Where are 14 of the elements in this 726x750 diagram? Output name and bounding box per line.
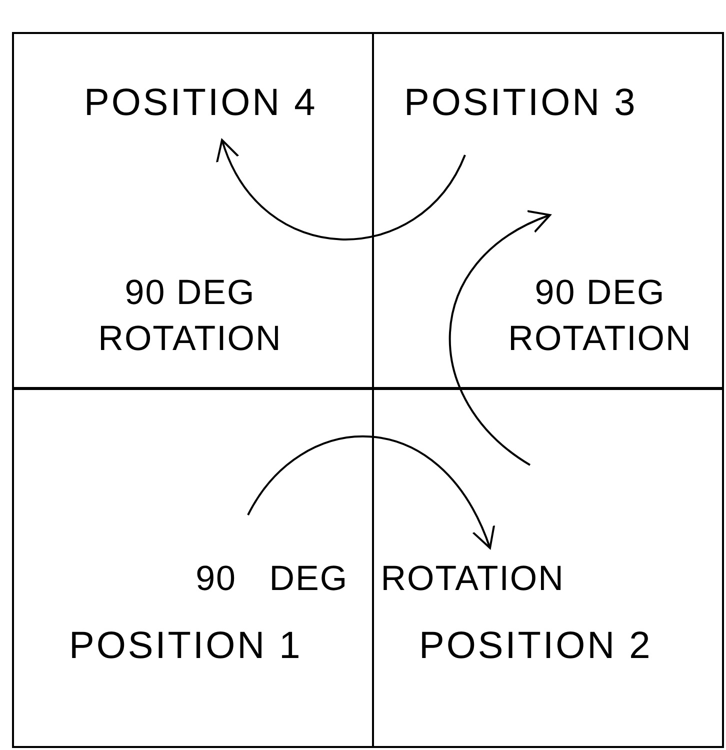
- edge-label: 90 DEG ROTATION: [97, 272, 283, 360]
- position-label: POSITION 1: [69, 625, 302, 668]
- position-label: POSITION 2: [419, 625, 652, 668]
- position-label: POSITION 4: [84, 82, 318, 125]
- edge-label: 90 DEG ROTATION: [194, 558, 566, 600]
- position-label: POSITION 3: [404, 82, 638, 125]
- rotation-arrow: [218, 139, 466, 240]
- quadrant-box: [372, 32, 724, 389]
- quadrant-box: [372, 388, 724, 748]
- quadrant-box: [12, 388, 374, 748]
- rotation-arrow: [449, 212, 551, 466]
- edge-label: 90 DEG ROTATION: [507, 272, 693, 360]
- rotation-arrow: [247, 436, 494, 549]
- quadrant-box: [12, 32, 374, 389]
